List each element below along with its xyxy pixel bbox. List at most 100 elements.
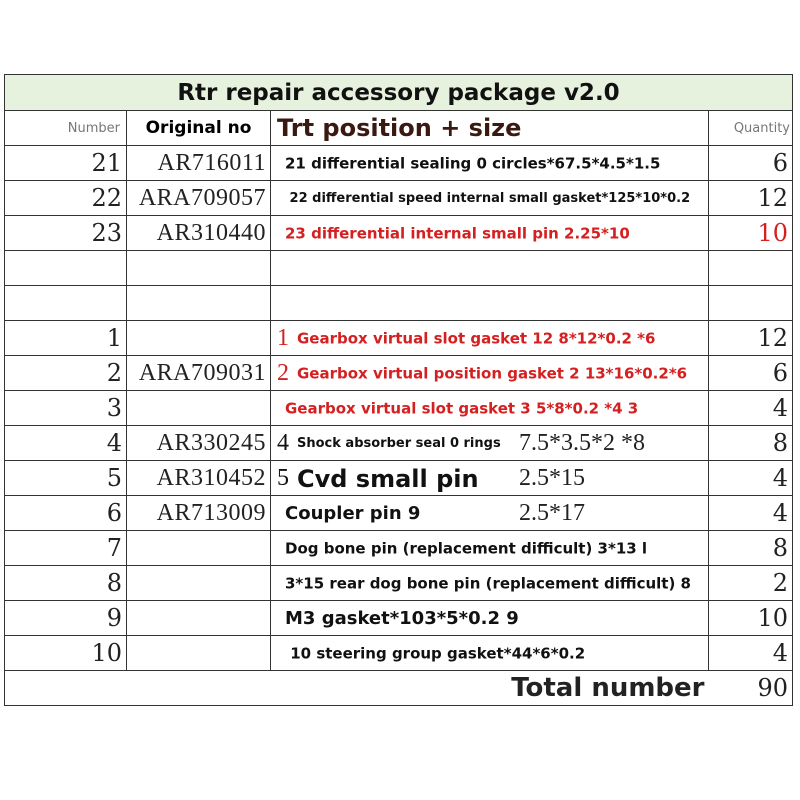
row-quantity: 4 bbox=[708, 460, 793, 496]
row-size: 7.5*3.5*2 *8 bbox=[519, 430, 645, 456]
row-quantity: 2 bbox=[708, 565, 793, 601]
row-original-no bbox=[126, 285, 271, 321]
row-number: 1 bbox=[4, 320, 127, 356]
row-description: 23 differential internal small pin 2.25*… bbox=[270, 215, 709, 251]
row-description: 10 steering group gasket*44*6*0.2 bbox=[270, 635, 709, 671]
table-row: 9 M3 gasket*103*5*0.2 9 10 bbox=[4, 600, 793, 636]
row-number: 21 bbox=[4, 145, 127, 181]
row-description: 5 Cvd small pin 2.5*15 bbox=[270, 460, 709, 496]
row-description: 4 Shock absorber seal 0 rings 7.5*3.5*2 *8 bbox=[270, 425, 709, 461]
row-description: M3 gasket*103*5*0.2 9 bbox=[270, 600, 709, 636]
row-description: 2 Gearbox virtual position gasket 2 13*16… bbox=[270, 355, 709, 391]
row-number: 8 bbox=[4, 565, 127, 601]
row-description bbox=[270, 250, 709, 286]
row-desc-text: M3 gasket*103*5*0.2 9 bbox=[285, 607, 519, 629]
row-prefix: 2 bbox=[277, 359, 289, 386]
table-row: 1 1 Gearbox virtual slot gasket 12 8*12*0… bbox=[4, 320, 793, 356]
table-row: 7 Dog bone pin (replacement difficult) 3… bbox=[4, 530, 793, 566]
table-row: 8 3*15 rear dog bone pin (replacement di… bbox=[4, 565, 793, 601]
row-quantity: 4 bbox=[708, 390, 793, 426]
table-row: 3 Gearbox virtual slot gasket 3 5*8*0.2 … bbox=[4, 390, 793, 426]
row-original-no bbox=[126, 600, 271, 636]
header-quantity: Quantity bbox=[708, 110, 793, 146]
row-original-no: AR713009 bbox=[126, 495, 271, 531]
header-number: Number bbox=[4, 110, 127, 146]
row-description: 3*15 rear dog bone pin (replacement diff… bbox=[270, 565, 709, 601]
row-description: Dog bone pin (replacement difficult) 3*1… bbox=[270, 530, 709, 566]
row-number: 9 bbox=[4, 600, 127, 636]
row-number bbox=[4, 285, 127, 321]
row-desc-text: 21 differential sealing 0 circles*67.5*4… bbox=[285, 154, 661, 172]
row-quantity: 6 bbox=[708, 355, 793, 391]
row-number: 5 bbox=[4, 460, 127, 496]
row-number: 10 bbox=[4, 635, 127, 671]
row-prefix: 4 bbox=[277, 429, 289, 456]
row-number: 3 bbox=[4, 390, 127, 426]
table-row: 10 10 steering group gasket*44*6*0.2 4 bbox=[4, 635, 793, 671]
row-original-no bbox=[126, 250, 271, 286]
table-row: 5 AR310452 5 Cvd small pin 2.5*15 4 bbox=[4, 460, 793, 496]
table-row: 4 AR330245 4 Shock absorber seal 0 rings 7… bbox=[4, 425, 793, 461]
row-quantity: 8 bbox=[708, 425, 793, 461]
row-desc-text: Shock absorber seal 0 rings bbox=[297, 435, 501, 451]
row-number: 4 bbox=[4, 425, 127, 461]
row-quantity: 4 bbox=[708, 495, 793, 531]
row-quantity bbox=[708, 250, 793, 286]
row-quantity: 8 bbox=[708, 530, 793, 566]
row-original-no: AR310452 bbox=[126, 460, 271, 496]
table-row: 6 AR713009 Coupler pin 9 2.5*17 4 bbox=[4, 495, 793, 531]
row-description: 21 differential sealing 0 circles*67.5*4… bbox=[270, 145, 709, 181]
total-label: Total number bbox=[4, 670, 709, 706]
row-number: 6 bbox=[4, 495, 127, 531]
table-row bbox=[4, 250, 793, 286]
row-original-no: ARA709031 bbox=[126, 355, 271, 391]
row-original-no bbox=[126, 565, 271, 601]
row-desc-text: Dog bone pin (replacement difficult) 3*1… bbox=[285, 539, 648, 557]
row-desc-text: Gearbox virtual slot gasket 3 5*8*0.2 *4… bbox=[285, 399, 639, 417]
row-quantity bbox=[708, 285, 793, 321]
table-row: 2 ARA709031 2 Gearbox virtual position ga… bbox=[4, 355, 793, 391]
row-desc-text: Cvd small pin bbox=[297, 464, 479, 493]
row-quantity: 4 bbox=[708, 635, 793, 671]
total-value: 90 bbox=[708, 670, 793, 706]
row-desc-text: 10 steering group gasket*44*6*0.2 bbox=[285, 644, 586, 662]
table-row: 22 ARA709057 22 differential speed inter… bbox=[4, 180, 793, 216]
row-description: 1 Gearbox virtual slot gasket 12 8*12*0.2… bbox=[270, 320, 709, 356]
row-size: 2.5*17 bbox=[519, 500, 585, 526]
row-description: Coupler pin 9 2.5*17 bbox=[270, 495, 709, 531]
row-original-no: ARA709057 bbox=[126, 180, 271, 216]
row-size: 2.5*15 bbox=[519, 465, 585, 491]
row-number: 22 bbox=[4, 180, 127, 216]
row-description: Gearbox virtual slot gasket 3 5*8*0.2 *4… bbox=[270, 390, 709, 426]
row-original-no: AR716011 bbox=[126, 145, 271, 181]
table-row: 21 AR716011 21 differential sealing 0 ci… bbox=[4, 145, 793, 181]
row-original-no bbox=[126, 390, 271, 426]
row-original-no bbox=[126, 530, 271, 566]
row-quantity: 12 bbox=[708, 180, 793, 216]
row-original-no: AR310440 bbox=[126, 215, 271, 251]
row-original-no bbox=[126, 635, 271, 671]
row-original-no bbox=[126, 320, 271, 356]
header-desc: Trt position + size bbox=[270, 110, 709, 146]
row-desc-text: Gearbox virtual position gasket 2 13*16*… bbox=[297, 364, 688, 382]
row-quantity: 6 bbox=[708, 145, 793, 181]
table-title: Rtr repair accessory package v2.0 bbox=[4, 74, 793, 111]
row-number: 7 bbox=[4, 530, 127, 566]
row-prefix: 5 bbox=[277, 465, 289, 491]
accessory-table: Rtr repair accessory package v2.0 Number… bbox=[4, 74, 793, 706]
row-description: 22 differential speed internal small gas… bbox=[270, 180, 709, 216]
row-desc-text: 22 differential speed internal small gas… bbox=[285, 190, 691, 206]
row-quantity: 10 bbox=[708, 215, 793, 251]
row-number bbox=[4, 250, 127, 286]
row-quantity: 12 bbox=[708, 320, 793, 356]
row-desc-text: 3*15 rear dog bone pin (replacement diff… bbox=[285, 574, 691, 592]
row-desc-text: Coupler pin 9 bbox=[285, 502, 421, 524]
row-description bbox=[270, 285, 709, 321]
row-prefix: 1 bbox=[277, 324, 289, 351]
row-desc-text: Gearbox virtual slot gasket 12 8*12*0.2 … bbox=[297, 329, 656, 347]
row-original-no: AR330245 bbox=[126, 425, 271, 461]
header-original: Original no bbox=[126, 110, 271, 146]
row-quantity: 10 bbox=[708, 600, 793, 636]
table-row: 23 AR310440 23 differential internal sma… bbox=[4, 215, 793, 251]
row-number: 23 bbox=[4, 215, 127, 251]
